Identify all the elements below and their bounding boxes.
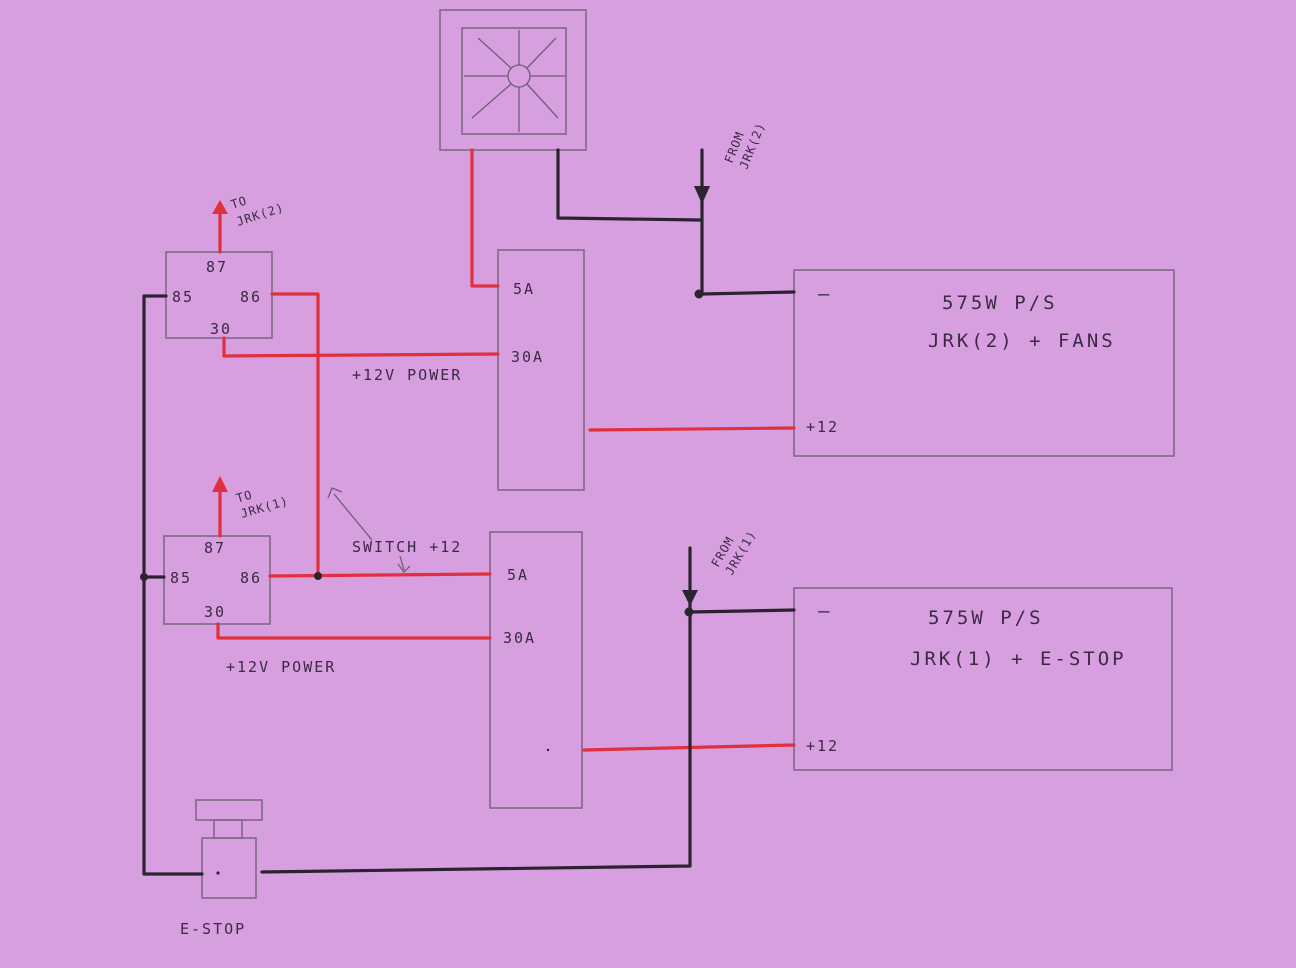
psu-bottom-neg-terminal: –: [818, 600, 832, 622]
relay-bottom-pin-87: 87: [204, 539, 226, 557]
fuse-bottom-30a-label: 30A: [503, 629, 536, 647]
psu-bottom-title: 575W P/S: [928, 607, 1044, 629]
arrow-up-icon: [212, 476, 228, 492]
estop-button: E-STOP: [180, 799, 263, 938]
red-wires: [212, 148, 796, 752]
wire-switch-12: [268, 572, 492, 578]
arrow-pointer-icon: [397, 563, 411, 573]
black-wires: [140, 148, 796, 876]
cooling-fan: [439, 9, 587, 151]
relay-top: 87 85 86 30: [165, 251, 273, 339]
relay-bottom-pin-30: 30: [204, 603, 226, 621]
wire-psu-top-neg: [700, 148, 796, 296]
to-jrk2-label-line1: TO: [229, 193, 249, 211]
junction-dot: [684, 607, 694, 617]
fan-housing: [439, 9, 587, 151]
estop-label: E-STOP: [180, 920, 246, 938]
arrow-down-icon: [694, 186, 710, 204]
fuse-bottom-5a-label: 5A: [507, 566, 529, 584]
wire-psu-bottom-neg: [688, 608, 796, 614]
switch-pointer-tick: [399, 555, 405, 571]
fuse-top-5a-label: 5A: [513, 280, 535, 298]
fuse-block-bottom: 5A 30A: [489, 531, 583, 809]
psu-top-subtitle: JRK(2) + FANS: [928, 330, 1116, 352]
to-jrk1-label-line1: TO: [235, 488, 255, 506]
switch-pointer-line: [333, 493, 373, 541]
wire-fan-negative: [556, 148, 702, 222]
fuse-block-top: 5A 30A: [497, 249, 585, 491]
psu-top: – 575W P/S JRK(2) + FANS +12: [793, 269, 1175, 457]
fan-icon: [464, 30, 565, 132]
wire-fan-to-fuse: [470, 148, 500, 288]
relay-top-pin-85: 85: [172, 288, 194, 306]
fuse-top-30a-label: 30A: [511, 348, 544, 366]
wire-estop-return: [260, 546, 692, 874]
wire-12v-power-top: [222, 336, 500, 358]
relay-bottom-pin-86: 86: [240, 569, 262, 587]
psu-top-pos-terminal: +12: [806, 418, 839, 436]
pencil-mark: [546, 748, 550, 752]
relay-top-pin-87: 87: [206, 258, 228, 276]
relay-top-pin-86: 86: [240, 288, 262, 306]
psu-top-title: 575W P/S: [942, 292, 1058, 314]
arrow-up-icon: [212, 200, 228, 214]
junction-dot: [694, 289, 704, 299]
wire-psu-top-pos: [588, 426, 796, 432]
psu-bottom: – 575W P/S JRK(1) + E-STOP +12: [793, 587, 1173, 771]
junction-dot: [314, 572, 322, 580]
power-12v-top-label: +12V POWER: [352, 366, 462, 384]
arrow-pointer-icon: [327, 487, 343, 499]
wire-relay-85-trunk: [142, 294, 204, 876]
arrow-down-icon: [682, 590, 698, 606]
relay-bottom: 87 85 86 30: [163, 535, 271, 625]
psu-bottom-pos-terminal: +12: [806, 737, 839, 755]
junction-dot: [140, 573, 148, 581]
power-12v-bottom-label: +12V POWER: [226, 658, 336, 676]
switch-12-label: SWITCH +12: [352, 538, 462, 556]
psu-bottom-subtitle: JRK(1) + E-STOP: [910, 648, 1127, 670]
psu-top-neg-terminal: –: [818, 283, 832, 305]
wire-12v-power-bottom: [216, 622, 492, 640]
relay-bottom-pin-85: 85: [170, 569, 192, 587]
fan-inner-frame: [461, 27, 567, 135]
relay-top-pin-30: 30: [210, 320, 232, 338]
wire-switch-12-trunk: [270, 292, 320, 578]
